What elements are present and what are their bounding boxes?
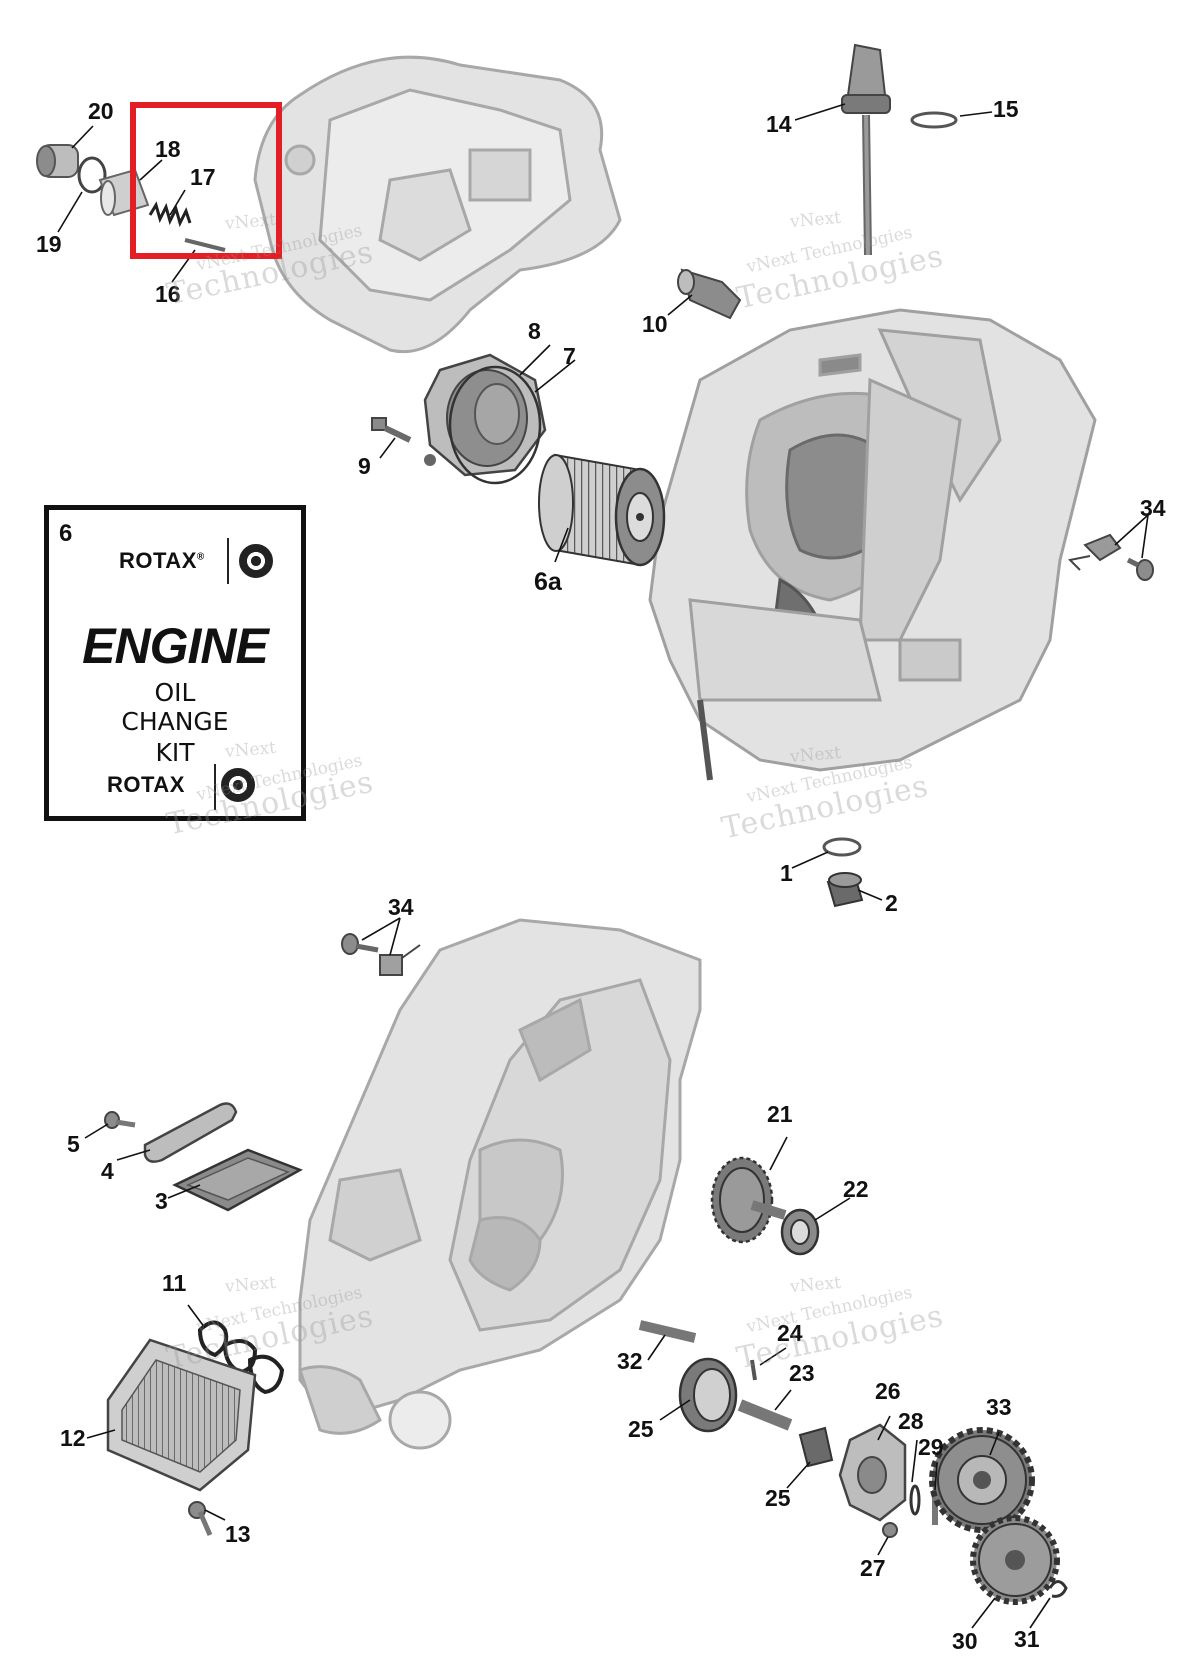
brp-logo-icon-bottom: [221, 768, 255, 802]
kit-title: ENGINE: [82, 618, 269, 674]
kit-line-change: CHANGE: [121, 707, 229, 736]
part-28-ring: [909, 1484, 921, 1516]
label-part-5: 5: [67, 1131, 80, 1157]
upper-right-crankcase: [648, 308, 1097, 781]
part-22-bearing: [780, 1208, 820, 1256]
part-9-bolt: [371, 417, 412, 443]
part-24-pin: [750, 1359, 757, 1381]
label-part-1: 1: [780, 860, 793, 886]
part-20-plug: [36, 144, 79, 178]
label-part-14: 14: [766, 111, 792, 137]
part-14-dipstick: [841, 43, 891, 256]
label-part-7: 7: [563, 343, 576, 369]
kit-brand-top: ROTAX®: [119, 548, 205, 573]
part-32-shaft: [638, 1320, 697, 1343]
part-16-pin: [184, 238, 226, 252]
label-part-15: 15: [993, 96, 1019, 122]
part-3-screen: [172, 1148, 303, 1212]
part-34-tab-upper: [1067, 533, 1154, 581]
label-part-8: 8: [528, 318, 541, 344]
part-30-gear: [970, 1515, 1060, 1605]
part-26-pump-cover: [838, 1423, 907, 1522]
part-25-inner-rotor: [798, 1426, 834, 1468]
label-part-34-upper: 34: [1140, 495, 1166, 521]
part-5-bolt: [104, 1111, 136, 1129]
lower-crankcase: [298, 918, 702, 1450]
label-part-2: 2: [885, 890, 898, 916]
label-part-25b: 25: [765, 1485, 791, 1511]
label-part-3: 3: [155, 1188, 168, 1214]
label-part-30: 30: [952, 1628, 978, 1654]
part-10-fitting: [677, 268, 742, 320]
kit-brand-divider-bottom: [214, 764, 216, 810]
label-part-18: 18: [155, 136, 181, 162]
part-17-spring: [148, 201, 192, 228]
label-part-12: 12: [60, 1425, 86, 1451]
label-part-4: 4: [101, 1158, 114, 1184]
part-31-clip: [1048, 1580, 1068, 1598]
label-part-20: 20: [88, 98, 114, 124]
label-part-31: 31: [1014, 1626, 1040, 1652]
part-8-filter-cover: [423, 353, 547, 477]
label-part-32: 32: [617, 1348, 643, 1374]
trademark-mark: ®: [196, 551, 205, 563]
oil-change-kit-box: 6 ROTAX® ENGINE OIL CHANGE KIT ROTAX: [44, 505, 306, 821]
part-23-shaft: [737, 1399, 793, 1431]
label-part-26: 26: [875, 1378, 901, 1404]
label-part-29: 29: [918, 1434, 944, 1460]
kit-line-kit: KIT: [155, 738, 195, 767]
part-25-rotor-ring: [678, 1357, 738, 1433]
kit-part-number: 6: [59, 520, 73, 547]
part-21-gear-shaft: [710, 1156, 787, 1244]
part-7-o-ring: [448, 365, 542, 485]
part-15-o-ring: [910, 111, 958, 129]
label-part-34-lower: 34: [388, 894, 414, 920]
part-1-o-ring: [822, 837, 862, 857]
label-part-23: 23: [789, 1360, 815, 1386]
label-part-16: 16: [155, 281, 181, 307]
kit-line-oil: OIL: [154, 678, 196, 707]
part-4-bracket: [143, 1102, 238, 1163]
label-part-6a: 6a: [534, 568, 562, 596]
label-part-10: 10: [642, 311, 668, 337]
label-part-11: 11: [162, 1270, 187, 1296]
label-part-22: 22: [843, 1176, 869, 1202]
part-34-tab-lower: [341, 933, 421, 976]
label-part-9: 9: [358, 453, 371, 479]
kit-brand-bottom: ROTAX: [107, 772, 185, 797]
label-part-21: 21: [767, 1101, 793, 1127]
part-2-drain-plug: [826, 872, 864, 908]
label-part-24: 24: [777, 1320, 803, 1346]
label-part-17: 17: [190, 164, 216, 190]
part-12-oil-cooler: [106, 1338, 257, 1492]
label-part-28: 28: [898, 1408, 924, 1434]
part-13-bolt: [188, 1501, 213, 1536]
kit-brand-divider-top: [227, 538, 229, 584]
upper-crankcase-cover: [253, 55, 622, 354]
label-part-25a: 25: [628, 1416, 654, 1442]
label-part-33: 33: [986, 1394, 1012, 1420]
highlight-box: [130, 102, 282, 259]
part-33-gear: [929, 1427, 1035, 1533]
part-18-sleeve: [98, 168, 150, 217]
part-19-o-ring: [77, 156, 107, 194]
leader-lines: [57, 103, 1149, 1629]
part-6a-oil-filter: [538, 453, 666, 567]
label-part-19: 19: [36, 231, 62, 257]
part-27-bolt: [882, 1522, 898, 1538]
brp-logo-icon: [239, 544, 273, 578]
label-part-13: 13: [225, 1521, 251, 1547]
label-part-27: 27: [860, 1555, 886, 1581]
